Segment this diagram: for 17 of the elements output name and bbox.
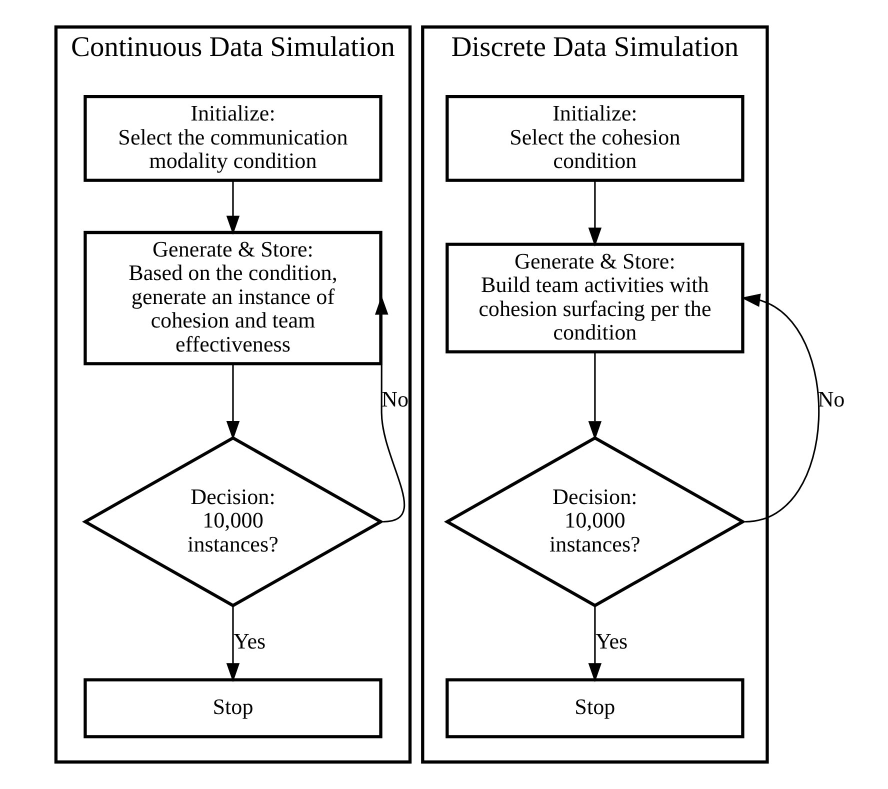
arrow (226, 180, 240, 235)
node-box: Stop (84, 678, 382, 738)
node-box: Initialize: Select the cohesion condition (446, 94, 744, 182)
arrow (375, 296, 406, 523)
arrow (588, 606, 602, 682)
arrow (226, 606, 240, 682)
node-box: Initialize: Select the communication modality condition (84, 94, 382, 182)
node-diamond: Decision: 10,000 instances? (82, 436, 384, 608)
edge-label: Yes (595, 628, 628, 654)
node-diamond: Decision: 10,000 instances? (444, 436, 746, 608)
arrow (588, 352, 602, 440)
arrow (588, 180, 602, 247)
node-box: Generate & Store: Based on the condition, generate an instance of cohesion and team effectiveness (84, 230, 382, 366)
arrow (741, 294, 820, 523)
node-box: Generate & Store: Build team activities with cohesion surfacing per the condition (446, 242, 744, 354)
arrow (226, 364, 240, 440)
node-box: Stop (446, 678, 744, 738)
